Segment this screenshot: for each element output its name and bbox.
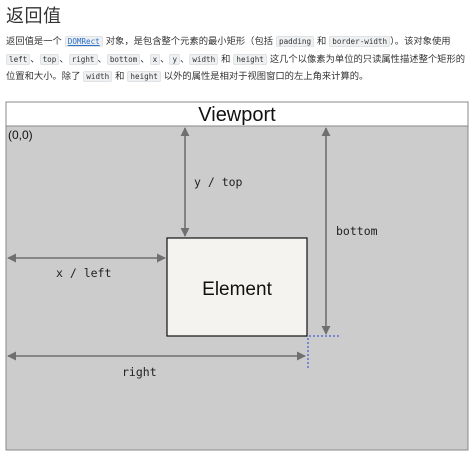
- paragraph-text: 和: [314, 36, 330, 47]
- inline-code: right: [68, 53, 98, 65]
- paragraph-text: 、: [97, 53, 107, 65]
- paragraph-text: 这几个以像素为单位的只读属性描述整个矩形的位置和大小。除了: [6, 53, 466, 83]
- x-left-label-bg: [52, 264, 120, 281]
- paragraph-text: 以外的属性是相对于视图窗口的左上角来计算的。: [160, 71, 369, 82]
- domrect-link[interactable]: DOMRect: [64, 36, 103, 47]
- inline-code: border-width: [329, 36, 391, 47]
- inline-code: left: [6, 53, 31, 65]
- paragraph-text: 和: [218, 53, 234, 65]
- inline-code: y: [169, 53, 181, 65]
- paragraph-text: 对象，是包含整个元素的最小矩形（包括: [102, 36, 277, 47]
- inline-code: bottom: [106, 53, 141, 65]
- paragraph-text: 、: [180, 53, 190, 65]
- viewport-label: Viewport: [198, 104, 276, 126]
- element-box: [166, 237, 308, 337]
- inline-code: height: [127, 71, 161, 82]
- x-left-label: x / left: [56, 266, 111, 280]
- bottom-label-bg: [334, 222, 384, 239]
- paragraph-text: 和: [112, 71, 128, 82]
- section-heading: 返回值: [6, 6, 62, 27]
- right-label: right: [122, 365, 157, 379]
- paragraph-text: 、: [140, 53, 150, 65]
- origin-label: (0,0): [8, 128, 33, 142]
- inline-code: height: [233, 53, 267, 65]
- inline-code: width: [83, 71, 113, 82]
- inline-code: top: [39, 53, 60, 65]
- y-top-label: y / top: [194, 175, 243, 189]
- paragraph-text: 、: [160, 53, 170, 65]
- paragraph-text: 返回值是一个: [6, 36, 65, 47]
- inline-code: width: [189, 53, 219, 65]
- paragraph-text: 、: [30, 53, 40, 65]
- inline-code: x: [149, 53, 161, 65]
- paragraph-text: ）。该对象使用: [390, 36, 451, 47]
- paragraph-text: 、: [59, 53, 69, 65]
- inline-code: padding: [276, 36, 315, 47]
- bottom-label: bottom: [336, 224, 378, 238]
- right-label-bg: [118, 363, 166, 380]
- description-paragraph: 返回值是一个 DOMRect 对象，是包含整个元素的最小矩形（包括 paddin…: [6, 33, 468, 86]
- y-top-label-bg: [191, 173, 249, 190]
- element-label: Element: [202, 279, 272, 300]
